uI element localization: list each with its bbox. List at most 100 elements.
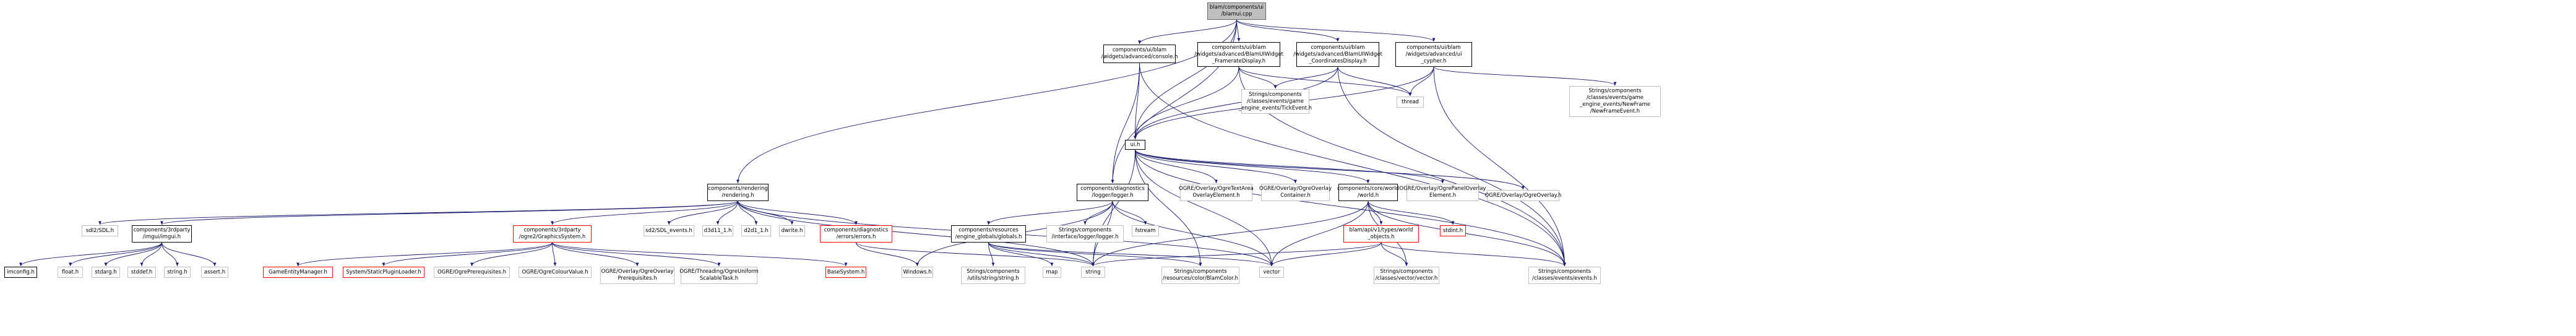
node-windows[interactable]: Windows.h: [902, 267, 933, 278]
node-label-line: string: [1085, 269, 1101, 275]
node-globals[interactable]: components/resources/engine_globals/glob…: [951, 225, 1026, 243]
edge-world-to-string: [1092, 200, 1369, 267]
node-framerate[interactable]: components/ui/blam/widgets/advanced/Blam…: [1194, 42, 1283, 67]
node-label-line: /classes/vector/vector.h: [1375, 275, 1438, 282]
edge-ogre2-to-threading: [552, 242, 721, 267]
node-stdarg[interactable]: stdarg.h: [92, 267, 120, 278]
edge-uih-to-textarea: [1135, 149, 1218, 184]
node-label-line: /world.h: [1357, 192, 1379, 199]
node-label-line: /widgets/advanced/BlamUIWidget: [1293, 51, 1382, 58]
node-ogre2[interactable]: components/3rdparty/ogre2/GraphicsSystem…: [513, 225, 592, 243]
edge-globals-to-blamcolor: [988, 242, 1202, 267]
node-d2d1[interactable]: d2d1_1.h: [741, 225, 771, 236]
node-imgui[interactable]: components/3rdparty/imgui/imgui.h: [132, 225, 192, 243]
node-uicypher[interactable]: components/ui/blam/widgets/advanced/ui_c…: [1395, 42, 1472, 67]
node-label-line: OGRE/OgreColourValue.h: [522, 269, 588, 275]
node-staticplugin[interactable]: System/StaticPluginLoader.h: [343, 267, 424, 278]
node-sdlevents[interactable]: sd2/SDL_events.h: [644, 225, 694, 236]
edge-uih-to-string: [1091, 149, 1135, 267]
edge-uicypher-to-newframe: [1433, 66, 1617, 86]
edge-worldobjects-to-vectorh: [1381, 242, 1408, 267]
node-d3d11[interactable]: d3d11_1.h: [702, 225, 733, 236]
edge-imgui-to-floath: [69, 242, 162, 267]
node-label-line: OGRE/Overlay/OgreOverlay: [601, 269, 674, 275]
node-console[interactable]: components/ui/blam/widgets/advanced/cons…: [1101, 45, 1178, 63]
node-colourvalue[interactable]: OGRE/OgreColourValue.h: [519, 267, 592, 278]
node-floath[interactable]: float.h: [58, 267, 83, 278]
node-asserth[interactable]: assert.h: [201, 267, 228, 278]
node-stringh[interactable]: string.h: [164, 267, 191, 278]
node-label-line: _objects.h: [1368, 234, 1395, 240]
node-label-line: /blamui.cpp: [1221, 11, 1252, 17]
node-label-line: Prerequisites.h: [618, 275, 657, 282]
node-basesystem[interactable]: BaseSystem.h: [825, 267, 866, 278]
node-string[interactable]: string: [1081, 267, 1105, 278]
node-map[interactable]: map: [1043, 267, 1061, 278]
node-label-line: /rendering.h: [722, 192, 754, 199]
edge-imgui-to-stdarg: [104, 242, 162, 267]
node-label-line: _cypher.h: [1421, 58, 1447, 64]
edge-rendering-to-sdlevents: [667, 200, 738, 225]
node-label-line: assert.h: [204, 269, 226, 275]
edge-uih-to-world: [1135, 149, 1370, 184]
node-label-line: /classes/events/game: [1246, 98, 1304, 105]
edge-coords-to-thread: [1337, 66, 1412, 97]
node-utilstring[interactable]: Strings/components/utils/string/string.h: [961, 267, 1025, 284]
node-stddef[interactable]: stddef.h: [127, 267, 156, 278]
edge-globals-to-map: [988, 242, 1054, 267]
node-label-line: Strings/components: [1174, 269, 1227, 275]
node-label-line: _engine_events/NewFrame: [1579, 101, 1650, 108]
node-sdl2sdl[interactable]: sdl2/SDL.h: [82, 225, 118, 236]
node-stdinth[interactable]: stdint.h: [1440, 225, 1466, 236]
node-ogreoverlay[interactable]: OGRE/Overlay/OgreOverlay.h: [1485, 190, 1561, 201]
node-label-line: components/3rdparty: [523, 227, 581, 233]
edge-rendering-to-ogre2: [551, 200, 738, 225]
edge-imgui-to-imconfig: [19, 242, 162, 267]
node-label-line: sd2/SDL_events.h: [645, 227, 692, 234]
node-world[interactable]: components/core/world/world.h: [1337, 184, 1399, 201]
edge-world-to-vector: [1270, 200, 1369, 267]
node-thread[interactable]: thread: [1397, 97, 1424, 108]
node-label-line: Strings/components: [1538, 269, 1592, 275]
node-vector[interactable]: vector: [1259, 267, 1284, 278]
edge-logger-to-globals: [987, 200, 1113, 225]
node-label-line: /classes/events/events.h: [1532, 275, 1597, 282]
edge-uicypher-to-events: [1433, 66, 1567, 267]
node-tickevent[interactable]: Strings/components/classes/events/game_e…: [1239, 89, 1312, 114]
node-label-line: BaseSystem.h: [827, 269, 865, 275]
node-imconfig[interactable]: imconfig.h: [4, 267, 37, 278]
node-errors[interactable]: components/diagnostics/errors/errors.h: [820, 225, 892, 243]
node-rendering[interactable]: components/rendering/rendering.h: [707, 184, 769, 201]
node-logger[interactable]: components/diagnostics/logger/logger.h: [1077, 184, 1148, 201]
node-label-line: GameEntityManager.h: [269, 269, 327, 275]
edge-console-to-events: [1139, 62, 1566, 267]
edge-ogre2-to-overlayprereq: [552, 242, 639, 267]
node-gem[interactable]: GameEntityManager.h: [263, 267, 333, 278]
node-coords[interactable]: components/ui/blam/widgets/advanced/Blam…: [1293, 42, 1382, 67]
edge-blamui-to-uih: [1133, 19, 1237, 140]
node-label-line: components/ui/blam: [1112, 47, 1167, 53]
edge-globals-to-vector: [988, 242, 1273, 267]
node-prereq[interactable]: OGRE/OgrePrerequisites.h: [434, 267, 510, 278]
edge-errors-to-string: [856, 242, 1095, 267]
node-label-line: stdint.h: [1442, 227, 1463, 234]
node-newframe[interactable]: Strings/components/classes/events/game_e…: [1569, 86, 1661, 117]
node-label-line: OGRE/Overlay/OgreOverlay: [1259, 186, 1332, 192]
node-label-line: _CoordinatesDisplay.h: [1309, 58, 1367, 64]
node-events[interactable]: Strings/components/classes/events/events…: [1528, 267, 1601, 284]
node-fstream[interactable]: fstream: [1132, 225, 1159, 236]
node-dwrite[interactable]: dwrite.h: [779, 225, 805, 236]
node-worldobjects[interactable]: blam/api/v1/types/world_objects.h: [1343, 225, 1419, 243]
node-uih[interactable]: ui.h: [1125, 140, 1145, 150]
node-label-line: sdl2/SDL.h: [85, 227, 114, 234]
node-vectorh[interactable]: Strings/components/classes/vector/vector…: [1374, 267, 1439, 284]
node-blamcolor[interactable]: Strings/components/resources/color/BlamC…: [1161, 267, 1239, 284]
node-ilogger[interactable]: Strings/components/interface/logger/logg…: [1046, 225, 1124, 243]
node-label-line: imconfig.h: [7, 269, 35, 275]
